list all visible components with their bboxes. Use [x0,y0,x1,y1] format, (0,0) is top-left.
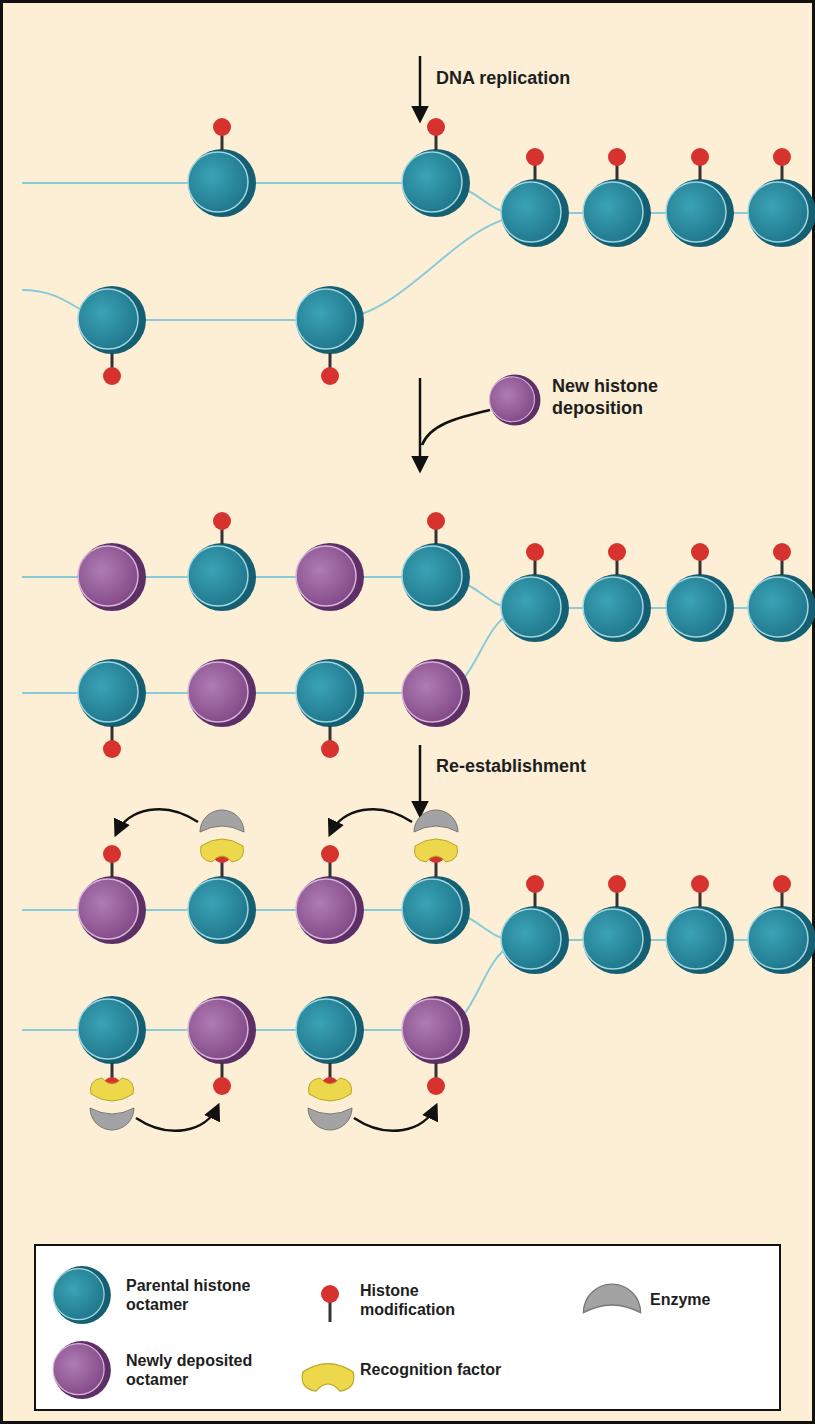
step-arrow [419,56,422,120]
legend-text: Newly deposited octamer [126,1351,286,1389]
legend-text: Recognition factor [360,1360,520,1379]
nucleosomes [78,118,815,385]
legend-text: Parental histone octamer [126,1276,286,1314]
new-histone-icon [422,375,541,446]
legend-text: Enzyme [650,1290,770,1309]
nucleosomes [78,512,815,758]
step-label: Re-establishment [436,756,656,778]
legend-samples [53,1266,641,1399]
legend-text: Histone modification [360,1281,500,1319]
legend-box [35,1245,780,1410]
nucleosomes [78,845,815,1095]
step-label: DNA replication [436,68,656,90]
step-arrow [419,378,422,470]
step-label: New histone deposition [552,376,702,419]
step-arrow [419,745,422,815]
reader-writer-complexes [90,809,458,1131]
